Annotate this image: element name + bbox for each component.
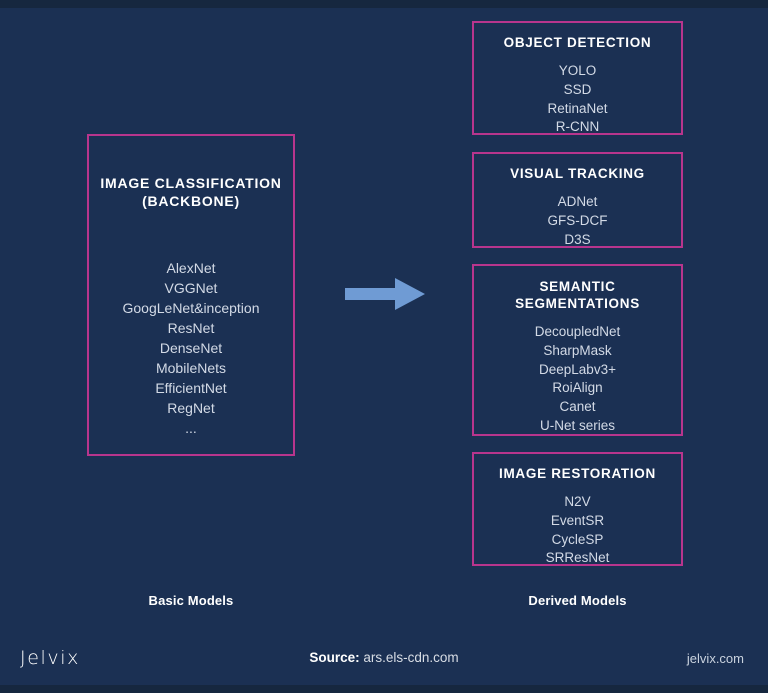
list-item: DeepLabv3+ <box>539 361 616 377</box>
footer-website: jelvix.com <box>686 651 744 666</box>
card-title-visual-tracking: VISUAL TRACKING <box>510 166 645 181</box>
right-arrow-icon <box>345 278 425 310</box>
list-item: EventSR <box>550 512 605 528</box>
list-item: D3S <box>564 231 591 247</box>
card-image-classification-backbone: IMAGE CLASSIFICATION (BACKBONE) AlexNet … <box>87 134 295 456</box>
card-items-semantic-segmentations: DecoupledNet SharpMask DeepLabv3+ RoiAli… <box>474 323 681 436</box>
card-semantic-segmentations: SEMANTIC SEGMENTATIONS DecoupledNet Shar… <box>472 264 683 436</box>
card-items-image-classification: AlexNet VGGNet GoogLeNet&inception ResNe… <box>89 258 293 438</box>
card-title-semantic-segmentations: SEMANTIC SEGMENTATIONS <box>474 278 681 312</box>
source-label: Source: <box>309 650 360 665</box>
caption-basic-models: Basic Models <box>148 593 234 608</box>
list-item: MobileNets <box>155 360 227 376</box>
list-item: EfficientNet <box>155 380 227 396</box>
card-title-image-restoration: IMAGE RESTORATION <box>499 466 656 481</box>
card-title-line-1: SEMANTIC <box>539 279 616 294</box>
card-object-detection: OBJECT DETECTION YOLO SSD RetinaNet R-CN… <box>472 21 683 135</box>
list-item: DecoupledNet <box>534 324 621 339</box>
card-title-line-2: SEGMENTATIONS <box>515 296 640 311</box>
list-item-ellipsis: ... <box>185 420 197 436</box>
list-item: YOLO <box>558 63 597 78</box>
list-item: RegNet <box>167 400 215 416</box>
card-items-image-restoration: N2V EventSR CycleSP SRResNet <box>474 493 681 568</box>
source-attribution: Source: ars.els-cdn.com <box>0 650 768 665</box>
list-item: N2V <box>564 494 591 509</box>
list-item: GFS-DCF <box>547 212 608 228</box>
list-item: SharpMask <box>543 342 612 358</box>
list-item: U-Net series <box>539 417 615 433</box>
card-title-line-1: IMAGE CLASSIFICATION <box>100 175 282 191</box>
card-visual-tracking: VISUAL TRACKING ADNet GFS-DCF D3S <box>472 152 683 248</box>
list-item: ADNet <box>557 194 598 209</box>
card-items-visual-tracking: ADNet GFS-DCF D3S <box>474 193 681 249</box>
list-item: SRResNet <box>545 550 610 566</box>
list-item: CycleSP <box>551 531 604 547</box>
card-title-object-detection: OBJECT DETECTION <box>503 35 652 50</box>
card-title-image-classification: IMAGE CLASSIFICATION (BACKBONE) <box>89 174 293 210</box>
list-item: RetinaNet <box>547 100 608 116</box>
list-item: RoiAlign <box>552 380 603 396</box>
jelvix-logo: Jelvix <box>20 647 80 669</box>
list-item: AlexNet <box>166 260 216 276</box>
source-value: ars.els-cdn.com <box>363 650 459 665</box>
card-image-restoration: IMAGE RESTORATION N2V EventSR CycleSP SR… <box>472 452 683 566</box>
list-item: R-CNN <box>555 119 600 135</box>
list-item: DenseNet <box>159 340 223 356</box>
card-items-object-detection: YOLO SSD RetinaNet R-CNN <box>474 62 681 137</box>
list-item: ResNet <box>167 320 215 336</box>
list-item: GoogLeNet&inception <box>122 300 260 316</box>
caption-derived-models: Derived Models <box>528 593 627 608</box>
card-title-line-2: (BACKBONE) <box>142 193 240 209</box>
list-item: Canet <box>559 399 596 415</box>
bottom-edge-band <box>0 685 768 693</box>
list-item: SSD <box>563 81 592 97</box>
list-item: VGGNet <box>164 280 218 296</box>
top-edge-band <box>0 0 768 8</box>
